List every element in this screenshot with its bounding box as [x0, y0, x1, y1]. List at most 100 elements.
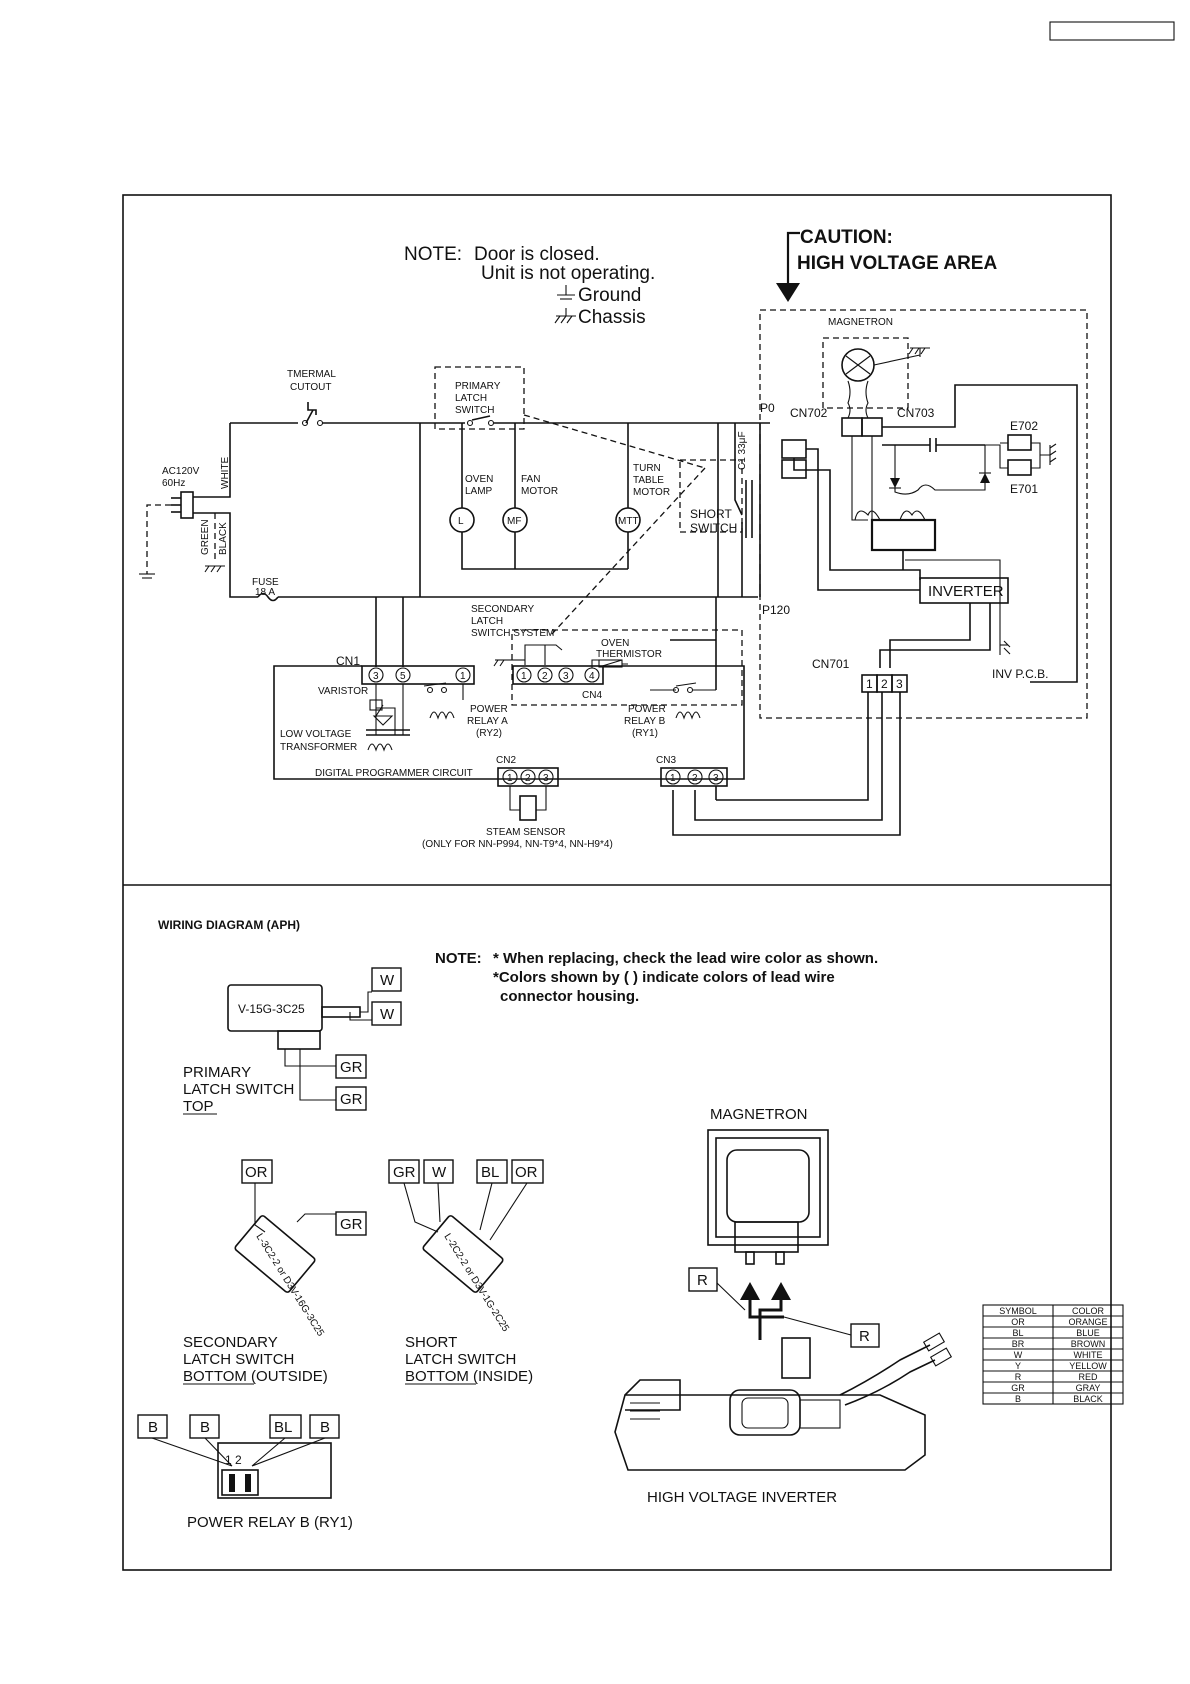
- caution-arrow-icon: [786, 231, 800, 283]
- svg-text:2: 2: [525, 773, 531, 784]
- primary-latch-switch: V-15G-3C25: [227, 984, 372, 1101]
- tag-or-2: OR: [515, 1164, 538, 1181]
- high-voltage-area-box: [759, 309, 1088, 719]
- outer-frame: [122, 194, 1112, 1571]
- page-number-box: [1049, 21, 1175, 41]
- tag-gr-2: GR: [340, 1091, 363, 1108]
- secondary-latch-switch: L-3C2-2 or D3V-16G-3C25: [234, 1183, 336, 1339]
- turntable-label-3: MOTOR: [633, 487, 670, 498]
- secondary-caption-2: LATCH SWITCH: [183, 1351, 294, 1368]
- cn2-label: CN2: [496, 755, 516, 766]
- lead-arrow-1-icon: [740, 1282, 760, 1300]
- fuse-label-1: FUSE: [252, 577, 279, 588]
- ac-label-2: 60Hz: [162, 478, 185, 489]
- cn703-connector: [861, 417, 883, 437]
- cn4-connector: 1 2 3 4: [512, 665, 604, 685]
- low-voltage-label-1: LOW VOLTAGE: [280, 729, 352, 740]
- svg-text:2: 2: [881, 677, 888, 691]
- ac-label-1: AC120V: [162, 466, 200, 477]
- wiring-note-2: *Colors shown by ( ) indicate colors of …: [493, 969, 835, 986]
- color-symbol-cell: B: [1015, 1394, 1021, 1404]
- short-switch-label-2: SWITCH: [690, 521, 737, 535]
- e701-component: [1007, 459, 1032, 476]
- short-caption-3a: BOTTOM: [405, 1368, 469, 1385]
- svg-text:BOTTOM (INSIDE): BOTTOM (INSIDE): [405, 1368, 533, 1385]
- tag-bl-2: BL: [274, 1419, 292, 1436]
- relay-caption: POWER RELAY B (RY1): [187, 1514, 353, 1531]
- svg-text:2: 2: [692, 773, 698, 784]
- wiring-note-1: * When replacing, check the lead wire co…: [493, 950, 878, 967]
- cn701-label: CN701: [812, 657, 850, 671]
- wiring-note-3: connector housing.: [500, 988, 639, 1005]
- svg-text:L-2C2-2 or D3V-1G-2C25: L-2C2-2 or D3V-1G-2C25: [441, 1232, 511, 1334]
- magnetron-dashed-box: [822, 337, 909, 409]
- oven-thermistor-label-2: THERMISTOR: [596, 649, 662, 660]
- chassis-symbol-icon: [554, 308, 576, 324]
- svg-text:V-15G-3C25: V-15G-3C25: [238, 1002, 305, 1016]
- color-table-header: SYMBOL: [999, 1306, 1037, 1316]
- tag-b-2: B: [200, 1419, 210, 1436]
- digital-programmer-box: [273, 665, 745, 780]
- short-switch-label-1: SHORT: [690, 507, 732, 521]
- svg-text:MF: MF: [507, 516, 521, 527]
- svg-text:1: 1: [507, 773, 513, 784]
- primary-caption-3: TOP: [183, 1098, 214, 1115]
- secondary-chassis-icon: [493, 659, 510, 667]
- note-line1: Door is closed.: [474, 244, 600, 265]
- inverter-caption: HIGH VOLTAGE INVERTER: [647, 1489, 837, 1506]
- short-caption-1: SHORT: [405, 1334, 457, 1351]
- color-symbol-cell: W: [1014, 1350, 1023, 1360]
- note-line2: Unit is not operating.: [481, 263, 655, 284]
- short-caption-3b: (INSIDE): [469, 1368, 533, 1385]
- cn702-label: CN702: [790, 406, 828, 420]
- tag-b-3: B: [320, 1419, 330, 1436]
- steam-sensor-label-2: (ONLY FOR NN-P994, NN-T9*4, NN-H9*4): [422, 839, 613, 850]
- transformer-coil-icon: [367, 743, 393, 752]
- tag-w-1: W: [380, 972, 395, 989]
- ac-plug-icon: [171, 491, 228, 519]
- primary-caption-2: LATCH SWITCH: [183, 1081, 294, 1098]
- svg-text:L: L: [458, 516, 464, 527]
- color-name-cell: BLACK: [1073, 1394, 1103, 1404]
- color-name-cell: GRAY: [1076, 1383, 1101, 1393]
- tag-w-2: W: [380, 1006, 395, 1023]
- color-name-cell: YELLOW: [1069, 1361, 1107, 1371]
- green-wire-label: GREEN: [200, 519, 211, 555]
- note-block: NOTE: Door is closed. Unit is not operat…: [404, 244, 655, 328]
- svg-text:3: 3: [713, 773, 719, 784]
- caution-arrow-head-icon: [776, 283, 800, 302]
- tag-b-1: B: [148, 1419, 158, 1436]
- turntable-label-2: TABLE: [633, 475, 664, 486]
- svg-text:3: 3: [373, 671, 379, 682]
- chassis-label: Chassis: [578, 307, 646, 328]
- diode-icon: [890, 478, 900, 488]
- svg-text:MTT: MTT: [618, 516, 639, 527]
- svg-text:4: 4: [589, 671, 595, 682]
- thermal-cutout-label-2: CUTOUT: [290, 382, 331, 393]
- color-name-cell: ORANGE: [1068, 1317, 1107, 1327]
- relay-b-label-1: POWER: [628, 704, 666, 715]
- capacitor-label: C1 33μF: [737, 431, 748, 470]
- short-switch-dashed-box: [679, 459, 743, 533]
- color-symbol-cell: OR: [1011, 1317, 1025, 1327]
- cn702-connector: [841, 417, 863, 437]
- tag-w-3: W: [432, 1164, 447, 1181]
- thermal-cutout-label-1: TMERMAL: [287, 369, 336, 380]
- inverter-label: INVERTER: [928, 583, 1004, 600]
- secondary-label-2: LATCH: [471, 616, 503, 627]
- relay-b-coil-icon: [675, 711, 701, 720]
- relay-a-coil-icon: [429, 711, 455, 720]
- svg-text:BOTTOM (OUTSIDE): BOTTOM (OUTSIDE): [183, 1368, 328, 1385]
- color-name-cell: WHITE: [1074, 1350, 1103, 1360]
- secondary-label-3: SWITCH SYSTEM: [471, 628, 554, 639]
- turntable-label-1: TURN: [633, 463, 661, 474]
- schematic-diagram: NOTE: Door is closed. Unit is not operat…: [139, 227, 1088, 850]
- color-name-cell: BROWN: [1071, 1339, 1106, 1349]
- color-name-cell: BLUE: [1076, 1328, 1100, 1338]
- fuse-icon: [257, 592, 279, 602]
- varistor-label: VARISTOR: [318, 686, 368, 697]
- cn1-label: CN1: [336, 654, 360, 668]
- p120-label: P120: [762, 603, 790, 617]
- primary-latch-label-1: PRIMARY: [455, 381, 501, 392]
- svg-text:3: 3: [563, 671, 569, 682]
